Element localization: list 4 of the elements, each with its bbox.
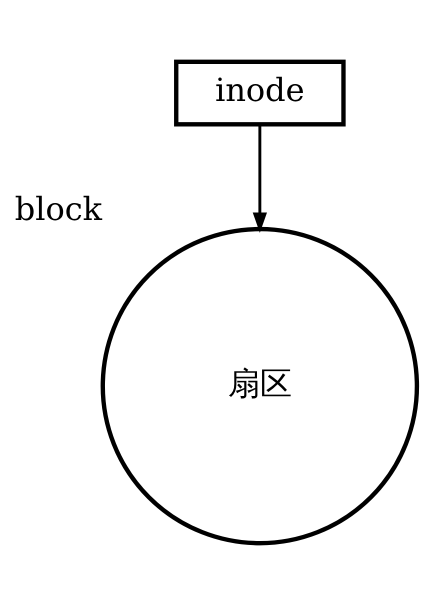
node-box: inode [174,60,346,127]
arrow [252,124,267,233]
node-circle: 扇区 [100,226,420,546]
node-label: block [14,190,102,228]
